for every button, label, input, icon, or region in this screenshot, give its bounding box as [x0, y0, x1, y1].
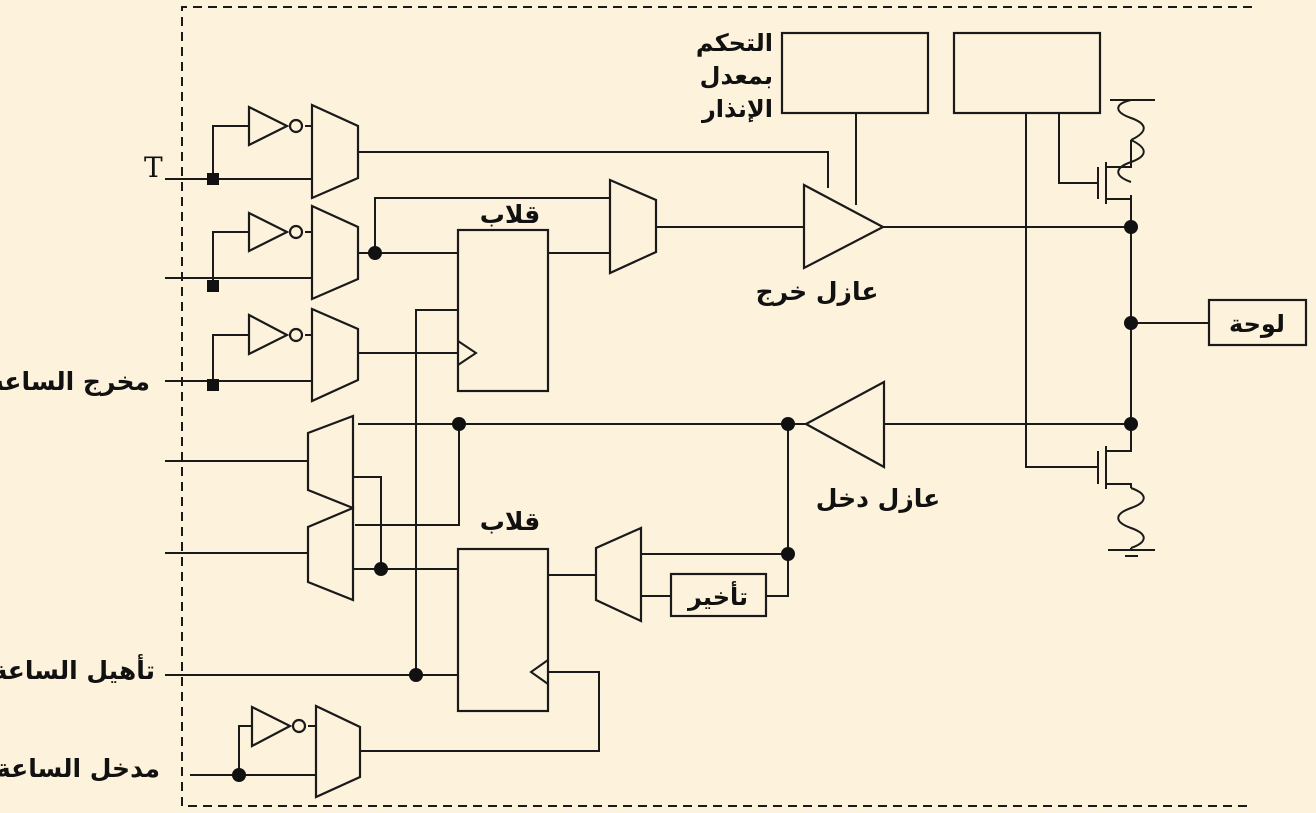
delay-box [669, 572, 768, 618]
inverter-4 [250, 705, 307, 748]
flipflop-bottom-label: قلاب [480, 507, 540, 536]
slew-rate-label-line1: التحكم [696, 29, 773, 57]
slew-rate-label-line2: بمعدل [700, 62, 773, 90]
flipflop-bottom [456, 547, 550, 713]
clock-output-label: مخرج الساعة [0, 367, 150, 397]
input-mux-1 [306, 414, 355, 510]
mux-3 [310, 307, 360, 403]
inverter-1 [247, 105, 304, 147]
clock-enable-label: تأهيل الساعة [0, 654, 155, 685]
input-mux-3 [594, 526, 643, 623]
pullup-control-box [952, 31, 1102, 115]
pad-box [1207, 298, 1308, 347]
slew-rate-control-box [780, 31, 930, 115]
output-buffer [802, 183, 886, 270]
t-pin-label: T [144, 151, 163, 184]
slew-rate-label-line3: الإنذار [701, 95, 773, 123]
delay-label: تأخير [687, 581, 748, 611]
junctions [207, 173, 1138, 782]
clock-mux [314, 704, 362, 799]
flipflop-top [456, 228, 550, 393]
pad-label: لوحة [1229, 310, 1285, 338]
mux-1 [310, 103, 360, 200]
inverter-2 [247, 211, 304, 253]
inverter-3 [247, 313, 304, 356]
mux-2 [310, 204, 360, 301]
input-buffer-label: عازل دخل [816, 484, 940, 513]
io-cell-boundary [181, 6, 1252, 807]
input-mux-2 [306, 506, 355, 602]
flipflop-top-label: قلاب [480, 200, 540, 229]
clock-input-label: مدخل الساعة [0, 754, 160, 783]
output-buffer-label: عازل خرج [756, 277, 879, 307]
mux-4 [608, 178, 658, 275]
input-buffer [803, 380, 886, 469]
